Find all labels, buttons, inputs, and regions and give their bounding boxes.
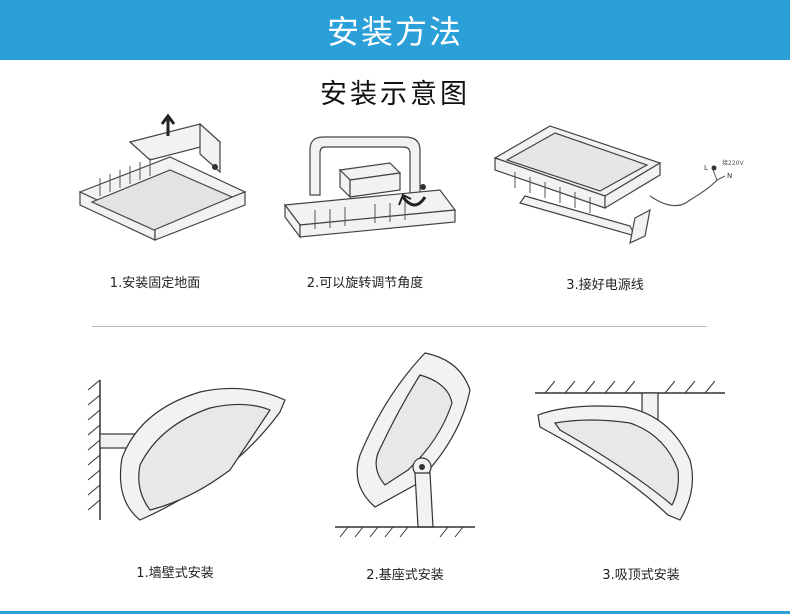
rotate-angle-adjust-icon [283,136,457,239]
step-top-3-label: 3.接好电源线 [566,278,644,293]
step-bottom-1-label: 1.墙壁式安装 [136,566,214,581]
header-banner: 安装方法 [0,0,790,60]
banner-title: 安装方法 [326,13,463,51]
section-divider [92,326,707,327]
power-cable-connect-icon: L N 接220V [493,125,744,245]
step-top-1-label: 1.安装固定地面 [109,276,201,291]
step-bottom-2-label: 2.基座式安装 [366,568,444,583]
ceiling-mount-icon [535,380,725,521]
section-heading: 安装示意图 [320,79,470,110]
wire-l-mark: L [704,164,708,172]
step-bottom-3-label: 3.吸顶式安装 [602,568,680,583]
floor-fixed-install-icon [78,113,247,241]
voltage-label: 接220V [722,159,744,167]
step-top-2-label: 2.可以旋转调节角度 [306,276,424,291]
footer-accent-line [0,611,790,614]
wire-n-mark: N [727,172,732,180]
base-mount-icon [335,352,475,538]
wall-mount-icon [87,379,286,521]
